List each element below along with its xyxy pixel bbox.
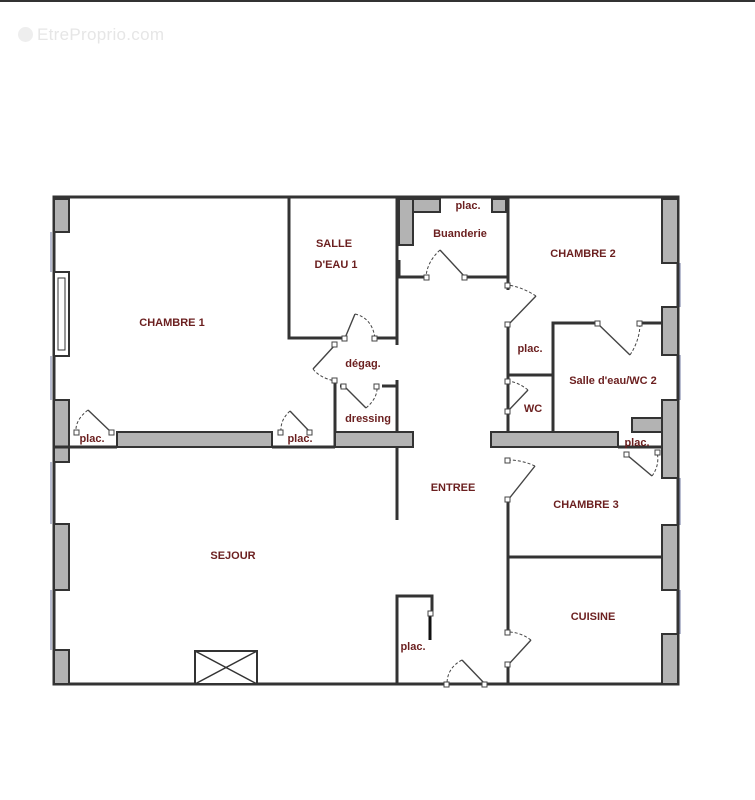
room-label-degag: dégag.	[345, 358, 380, 370]
room-label-salle-eau1-line1: SALLE	[316, 238, 352, 250]
room-label-sejour: SEJOUR	[210, 550, 255, 562]
structural-walls	[116, 198, 662, 449]
room-label-chambre1: CHAMBRE 1	[139, 317, 204, 329]
room-label-salle-eau1-line2: D'EAU 1	[315, 259, 358, 271]
doors	[73, 249, 661, 688]
room-label-plac-left2: plac.	[287, 433, 312, 445]
room-label-dressing: dressing	[345, 413, 391, 425]
room-label-buanderie: Buanderie	[433, 228, 487, 240]
room-label-plac-right: plac.	[624, 437, 649, 449]
room-label-entree: ENTREE	[431, 482, 476, 494]
duct-box	[194, 650, 258, 685]
room-label-salle-eau2: Salle d'eau/WC 2	[569, 375, 657, 387]
room-label-cuisine: CUISINE	[571, 611, 616, 623]
right-windows	[631, 198, 681, 685]
room-label-plac-top: plac.	[455, 200, 480, 212]
top-border	[0, 0, 755, 2]
watermark-logo: EtreProprio.com	[18, 25, 164, 45]
room-label-wc: WC	[524, 403, 542, 415]
interior-walls	[54, 197, 662, 684]
room-label-chambre2: CHAMBRE 2	[550, 248, 615, 260]
logo-icon	[18, 27, 33, 42]
room-label-plac-bottom: plac.	[400, 641, 425, 653]
room-label-plac-right-upper: plac.	[517, 343, 542, 355]
room-label-plac-left1: plac.	[79, 433, 104, 445]
room-label-chambre3: CHAMBRE 3	[553, 499, 618, 511]
watermark-text: EtreProprio.com	[37, 25, 165, 44]
